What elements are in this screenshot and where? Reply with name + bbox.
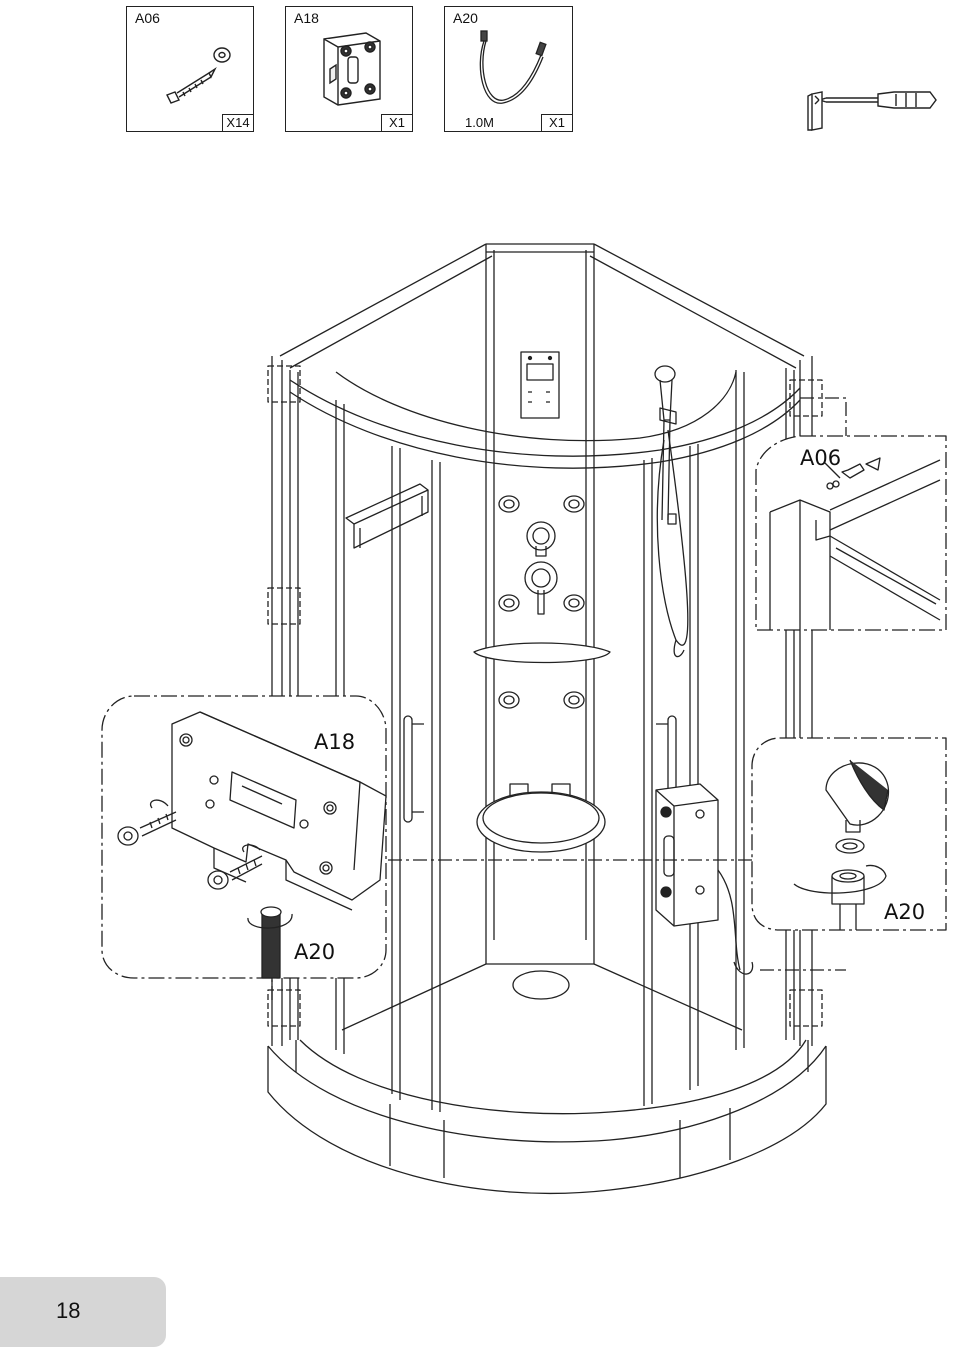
side-jet-bracket — [655, 783, 754, 975]
callout-label-a20-right: A20 — [884, 900, 926, 924]
bracket-icon — [323, 32, 381, 106]
page-number: 18 — [56, 1298, 81, 1323]
detail-callout-a06 — [755, 435, 947, 631]
part-code: A06 — [135, 10, 160, 26]
shower-tray — [267, 946, 827, 1195]
leader-lines — [271, 397, 847, 1000]
top-frame — [279, 243, 805, 469]
quantity-label: X1 — [381, 114, 412, 131]
sliding-doors — [335, 370, 745, 1112]
jet-panel — [473, 495, 611, 709]
callout-label-a18: A18 — [314, 730, 356, 754]
part-code: A18 — [294, 10, 319, 26]
seat — [476, 783, 606, 853]
hose-icon — [479, 30, 547, 104]
page-number-tab — [0, 1277, 166, 1347]
callout-label-a20-left: A20 — [294, 940, 336, 964]
towel-rack — [345, 483, 429, 549]
hand-shower — [654, 365, 689, 658]
screwdriver-icon — [807, 91, 937, 131]
screw-icon — [166, 47, 231, 104]
part-box-a18: A18 X1 — [285, 6, 413, 132]
callout-label-a06: A06 — [800, 446, 842, 470]
detail-callout-a20 — [751, 737, 947, 931]
quantity-label: X1 — [541, 114, 572, 131]
part-box-a20: A20 1.0M X1 — [444, 6, 573, 132]
part-code: A20 — [453, 10, 478, 26]
quantity-label: X14 — [222, 114, 253, 131]
detail-callout-a18 — [101, 695, 387, 979]
part-box-a06: A06 X14 — [126, 6, 254, 132]
length-label: 1.0M — [465, 115, 494, 130]
